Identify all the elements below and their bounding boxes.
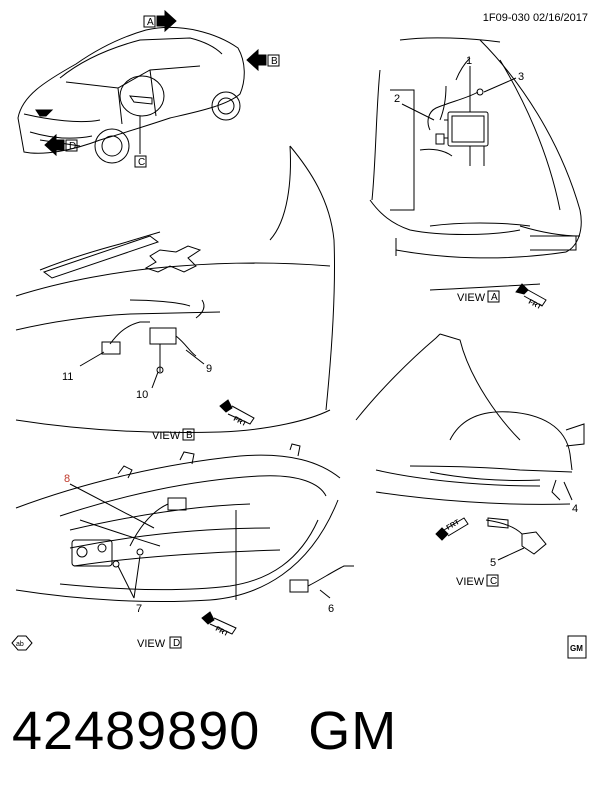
footer-line: 42489890 GM [12, 700, 397, 762]
callout-11: 11 [62, 371, 73, 383]
gm-badge: GM [570, 644, 583, 653]
view-a-label: VIEW [457, 292, 486, 304]
frt-label-d: FRT [214, 626, 230, 639]
frt-arrow-b [219, 399, 255, 425]
view-d-letter: D [69, 141, 76, 152]
view-c-box [486, 574, 499, 587]
diagram-code: 1F09-030 02/16/2017 [482, 12, 588, 24]
ab-badge-shape [11, 635, 33, 651]
leader-5 [497, 547, 525, 561]
frt-label-b: FRT [232, 416, 248, 429]
part-number: 42489890 [12, 701, 261, 761]
view-d-arrow [44, 133, 78, 157]
view-d-illustration [15, 443, 354, 603]
frt-label-a: FRT [527, 299, 543, 312]
leader-4 [563, 481, 573, 501]
leader-10 [151, 371, 159, 389]
leader-11 [79, 351, 105, 367]
parts-diagram: A B C D 1 2 3 4 5 6 7 8 9 10 11 VIEW A V… [11, 9, 587, 659]
view-b-box [182, 428, 195, 441]
view-c-pointer [134, 116, 147, 168]
callout-5: 5 [490, 557, 496, 569]
view-b-arrow [246, 48, 280, 72]
view-b-illustration [15, 145, 336, 433]
callout-4: 4 [572, 503, 578, 515]
view-b-label-letter: B [186, 430, 193, 441]
vehicle-overview [17, 26, 245, 164]
view-d-label-letter: D [173, 638, 180, 649]
view-c-label-letter: C [490, 576, 497, 587]
view-b-label: VIEW [152, 430, 181, 442]
brand-name: GM [308, 701, 398, 761]
leader-9 [185, 349, 205, 365]
callout-6: 6 [328, 603, 334, 615]
view-c-illustration [355, 333, 585, 555]
callout-7: 7 [136, 603, 142, 615]
view-d-box [169, 636, 182, 649]
view-d-label: VIEW [137, 638, 166, 650]
leader-6 [319, 589, 331, 599]
view-a-letter: A [147, 17, 154, 28]
view-a-label-letter: A [491, 292, 498, 303]
view-b-letter: B [271, 56, 278, 67]
leader-2 [401, 103, 435, 121]
callout-10: 10 [136, 389, 148, 401]
callout-9: 9 [206, 363, 212, 375]
frt-arrow-c [435, 517, 469, 541]
callout-1: 1 [466, 55, 472, 67]
ab-badge: ab [16, 641, 24, 648]
leader-8 [69, 483, 155, 529]
frt-arrow-a [515, 283, 547, 307]
gm-badge-shape [567, 635, 587, 659]
callout-8: 8 [64, 473, 70, 485]
callout-2: 2 [394, 93, 400, 105]
leader-7 [117, 555, 141, 599]
view-a-illustration [369, 37, 582, 291]
view-c-letter: C [138, 157, 145, 168]
callout-3: 3 [518, 71, 524, 83]
view-a-box [487, 290, 500, 303]
view-c-label: VIEW [456, 576, 485, 588]
view-a-arrow [143, 9, 177, 33]
leader-3 [483, 77, 517, 93]
frt-arrow-d [201, 611, 237, 635]
